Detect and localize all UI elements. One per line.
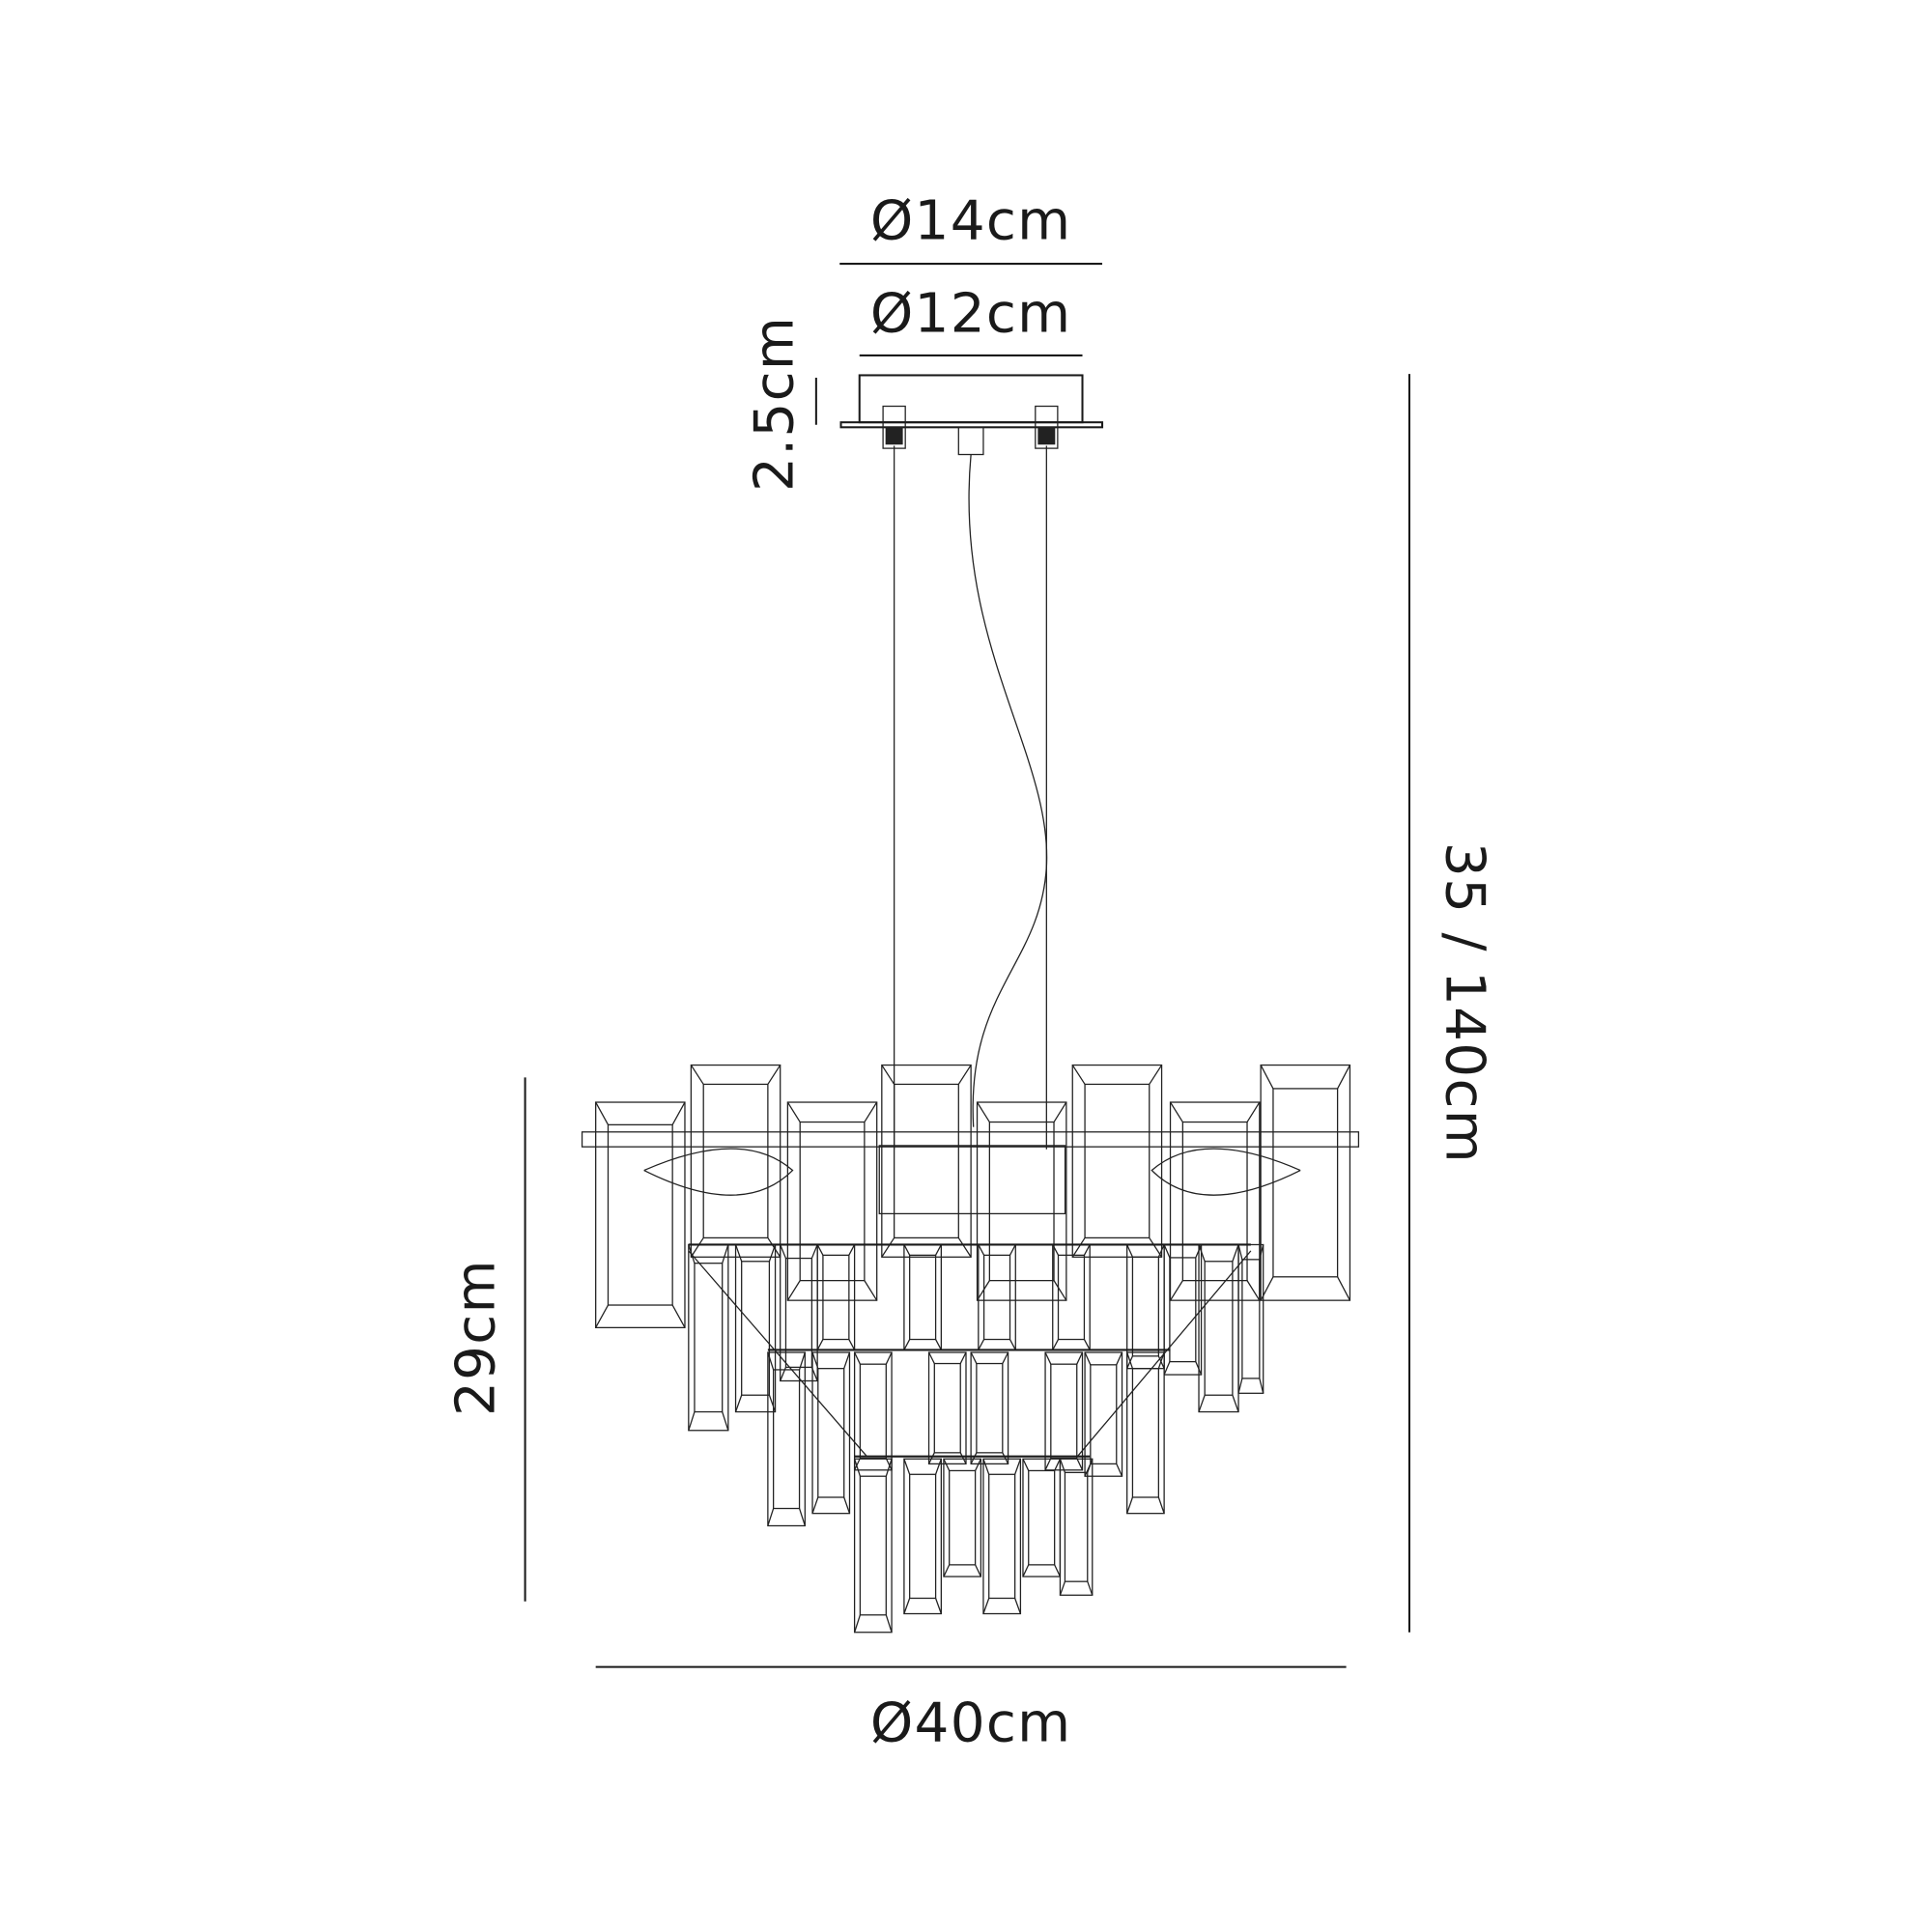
crystal-prism bbox=[976, 1101, 1067, 1301]
crystal-facet bbox=[1272, 1088, 1339, 1278]
crystal-prism bbox=[970, 1351, 1009, 1465]
ceiling-canopy bbox=[839, 374, 1104, 456]
canopy-outer-diameter-label: Ø14cm bbox=[870, 189, 1072, 252]
crystal-bevel bbox=[1084, 1351, 1123, 1477]
crystal-prism bbox=[1044, 1351, 1084, 1471]
power-cable bbox=[968, 454, 1048, 1127]
crystal-facet bbox=[1131, 1368, 1160, 1498]
crystal-bevel bbox=[1022, 1458, 1062, 1577]
crystal-prism bbox=[1084, 1351, 1123, 1477]
crystal-facet bbox=[909, 1473, 937, 1600]
canopy-inner-diameter-label: Ø12cm bbox=[870, 283, 1072, 346]
crystal-facet bbox=[1241, 1259, 1261, 1379]
crystal-prism bbox=[811, 1351, 851, 1515]
crystal-bevel bbox=[927, 1351, 967, 1464]
body-height-label: 29cm bbox=[445, 1259, 508, 1416]
crystal-facet bbox=[784, 1257, 813, 1369]
crystal-prism bbox=[1071, 1064, 1163, 1258]
crystal-prism bbox=[943, 1458, 982, 1577]
crystal-bevel bbox=[811, 1351, 851, 1514]
body-diameter-label: Ø40cm bbox=[870, 1692, 1072, 1755]
crystal-prism bbox=[786, 1101, 878, 1301]
crystal-bevel bbox=[976, 1101, 1067, 1301]
crystal-bevel bbox=[943, 1458, 981, 1577]
crystal-bevel bbox=[854, 1459, 893, 1633]
crystal-bevel bbox=[767, 1351, 806, 1526]
crystal-prism bbox=[881, 1064, 972, 1258]
crystal-bevel bbox=[970, 1351, 1009, 1464]
crystal-prism bbox=[595, 1101, 686, 1329]
crystal-facet bbox=[988, 1121, 1055, 1282]
crystal-bevel bbox=[690, 1065, 781, 1258]
crystal-facet bbox=[1028, 1469, 1056, 1566]
crystal-facet bbox=[773, 1369, 801, 1510]
crystal-bevel bbox=[1052, 1244, 1091, 1350]
crystal-facet bbox=[859, 1475, 887, 1616]
crystal-facet bbox=[1181, 1121, 1248, 1282]
lamp-holders bbox=[643, 1148, 1301, 1196]
crystal-bevel bbox=[978, 1244, 1016, 1350]
crystal-bevel bbox=[903, 1244, 942, 1350]
crystal-bevel bbox=[816, 1244, 856, 1350]
crystal-prism bbox=[690, 1064, 781, 1258]
crystal-prism bbox=[903, 1458, 943, 1615]
crystal-bevel bbox=[780, 1244, 818, 1381]
crystal-prism bbox=[1260, 1064, 1351, 1301]
crystal-facet bbox=[702, 1083, 769, 1239]
crystal-facet bbox=[933, 1362, 961, 1454]
crystal-prism bbox=[927, 1351, 967, 1465]
crystal-facet bbox=[982, 1254, 1011, 1341]
crystal-facet bbox=[859, 1363, 887, 1460]
frame-struts bbox=[688, 1250, 1252, 1458]
crystal-facet bbox=[607, 1123, 673, 1306]
crystal-facet bbox=[1057, 1254, 1086, 1341]
frame-ring bbox=[581, 1131, 1360, 1148]
crystal-facet bbox=[1084, 1083, 1151, 1239]
crystal-facet bbox=[694, 1263, 724, 1413]
canopy-height-label: 2.5cm bbox=[744, 316, 807, 492]
crystal-facet bbox=[1064, 1471, 1089, 1582]
crystal-facet bbox=[799, 1121, 866, 1282]
crystal-body bbox=[581, 1064, 1360, 1634]
crystal-facet bbox=[741, 1261, 771, 1396]
crystal-facet bbox=[1050, 1363, 1078, 1460]
overall-height-label: 35 / 140cm bbox=[1433, 842, 1495, 1164]
crystal-facet bbox=[1131, 1256, 1160, 1357]
crystal-facet bbox=[1090, 1364, 1118, 1465]
crystal-bevel bbox=[1071, 1065, 1163, 1258]
crystal-facet bbox=[1204, 1261, 1234, 1396]
crystal-facet bbox=[822, 1254, 850, 1341]
crystal-bevel bbox=[854, 1351, 893, 1471]
crystal-facet bbox=[988, 1473, 1016, 1600]
crystal-prism bbox=[1169, 1101, 1261, 1301]
crystal-bevel bbox=[734, 1244, 777, 1412]
crystal-bevel bbox=[1044, 1351, 1084, 1471]
crystal-bevel bbox=[982, 1459, 1022, 1614]
crystal-bevel bbox=[1237, 1244, 1264, 1394]
crystal-facet bbox=[894, 1083, 959, 1239]
crystal-bevel bbox=[903, 1459, 942, 1614]
crystal-facet bbox=[949, 1469, 977, 1566]
crystal-bevel bbox=[1260, 1065, 1351, 1301]
crystal-bevel bbox=[786, 1101, 878, 1301]
crystal-bevel bbox=[1198, 1244, 1239, 1412]
crystal-bevel bbox=[1169, 1101, 1261, 1301]
crystal-facet bbox=[817, 1368, 845, 1498]
crystal-bevel bbox=[1126, 1351, 1165, 1514]
crystal-prism bbox=[982, 1458, 1022, 1615]
crystal-facet bbox=[976, 1362, 1004, 1454]
crystal-bevel bbox=[881, 1065, 972, 1258]
crystal-bevel bbox=[595, 1101, 686, 1328]
center-plate bbox=[878, 1145, 1066, 1215]
crystal-prism bbox=[853, 1351, 893, 1471]
crystal-facet bbox=[909, 1254, 937, 1341]
crystal-prism bbox=[1126, 1351, 1165, 1515]
